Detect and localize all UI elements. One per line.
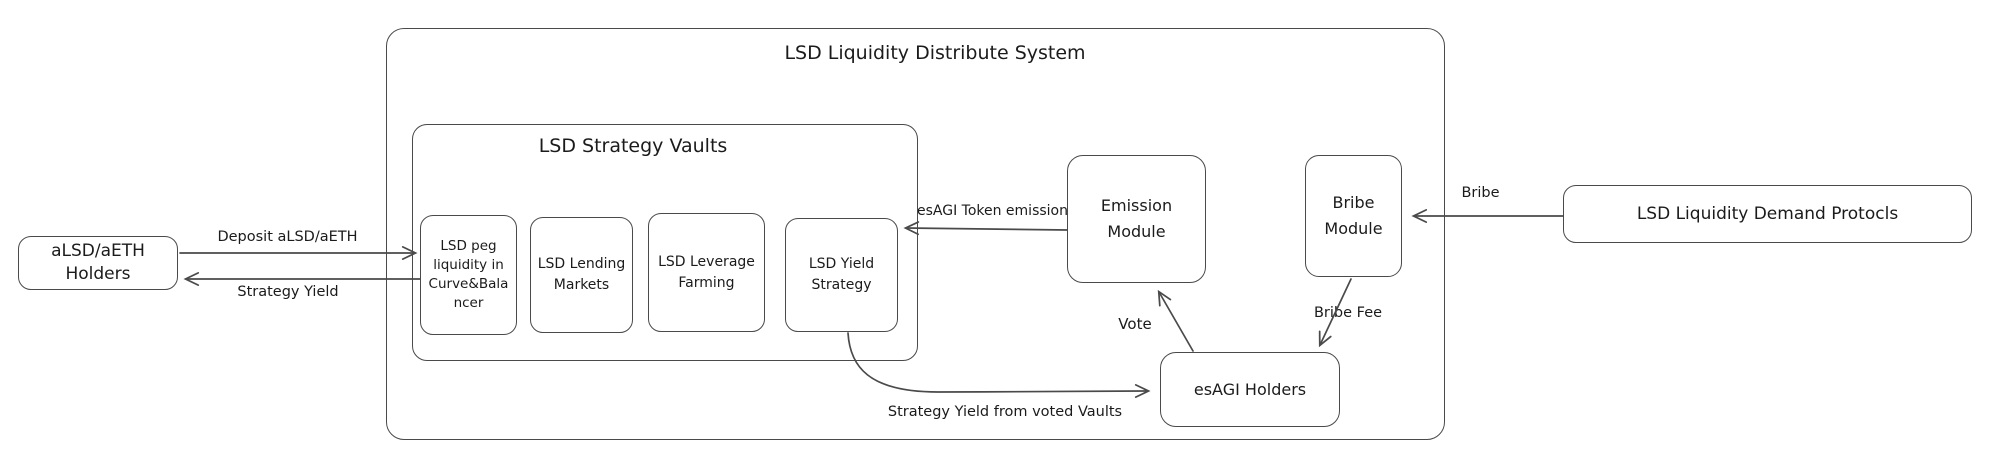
- node-lsd-peg-liquidity: LSD peg liquidity in Curve&Bala ncer: [420, 215, 517, 335]
- node-alsd-aeth-holders-label: aLSD/aETH Holders: [51, 241, 145, 284]
- node-lsd-leverage-farming-label: LSD Leverage Farming: [658, 253, 755, 291]
- node-esagi-holders: esAGI Holders: [1160, 352, 1340, 427]
- system-boundary-box: [386, 28, 1445, 440]
- strategy-vaults-box: [412, 124, 918, 361]
- node-emission-module: Emission Module: [1067, 155, 1206, 283]
- strategy-vaults-title: LSD Strategy Vaults: [538, 135, 728, 157]
- edge-label-vote: Vote: [1118, 315, 1152, 333]
- node-lsd-lending-markets: LSD Lending Markets: [530, 217, 633, 333]
- node-esagi-holders-label: esAGI Holders: [1193, 380, 1307, 399]
- node-lsd-leverage-farming: LSD Leverage Farming: [648, 213, 765, 332]
- node-lsd-peg-liquidity-label: LSD peg liquidity in Curve&Bala ncer: [428, 237, 509, 312]
- system-title: LSD Liquidity Distribute System: [784, 42, 1086, 64]
- edge-label-esagi-token-emission: esAGI Token emission: [916, 203, 1068, 219]
- node-lsd-yield-strategy: LSD Yield Strategy: [785, 218, 898, 332]
- node-lsd-liquidity-demand-protocols-label: LSD Liquidity Demand Protocls: [1636, 204, 1899, 224]
- edge-label-bribe: Bribe: [1461, 185, 1500, 201]
- node-lsd-lending-markets-label: LSD Lending Markets: [537, 256, 626, 293]
- edge-label-deposit: Deposit aLSD/aETH: [217, 229, 358, 245]
- node-alsd-aeth-holders: aLSD/aETH Holders: [18, 236, 178, 290]
- node-lsd-yield-strategy-label: LSD Yield Strategy: [808, 256, 875, 293]
- node-emission-module-label: Emission Module: [1100, 196, 1173, 241]
- node-bribe-module-label: Bribe Module: [1324, 193, 1383, 238]
- edge-label-strategy-yield-voted-vaults: Strategy Yield from voted Vaults: [887, 404, 1123, 420]
- edge-label-bribe-fee: Bribe Fee: [1313, 305, 1383, 321]
- node-bribe-module: Bribe Module: [1305, 155, 1402, 277]
- edge-label-strategy-yield: Strategy Yield: [237, 284, 339, 300]
- node-lsd-liquidity-demand-protocols: LSD Liquidity Demand Protocls: [1563, 185, 1972, 243]
